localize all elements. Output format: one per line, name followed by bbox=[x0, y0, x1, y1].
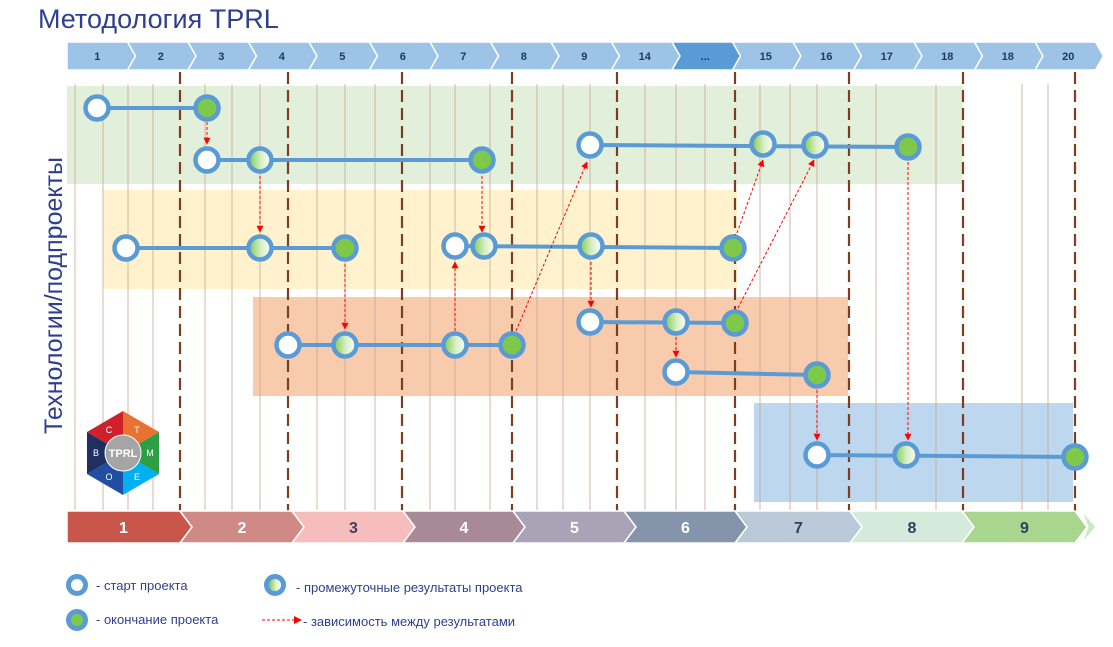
top-ribbon-label: 18 bbox=[1002, 51, 1014, 63]
logo-center-text: TPRL bbox=[109, 448, 138, 460]
project-start-node bbox=[441, 232, 469, 260]
top-ribbon-label: 4 bbox=[279, 51, 286, 63]
top-ribbon-label: 5 bbox=[339, 51, 345, 63]
bottom-ribbon-tip bbox=[1081, 510, 1097, 544]
top-ribbon-label: 6 bbox=[400, 51, 406, 63]
tprl-logo: TPRL С Т М Е О В bbox=[87, 411, 159, 495]
legend-dependency-label: - зависимость между результатами bbox=[303, 614, 516, 629]
dependency-arrows bbox=[203, 122, 912, 441]
top-ribbon-label: 18 bbox=[941, 51, 953, 63]
bottom-ribbon-label: 9 bbox=[1020, 520, 1029, 537]
project-end-node bbox=[331, 234, 359, 262]
bottom-ribbon-label: 3 bbox=[349, 520, 358, 537]
legend-dependency-icon bbox=[262, 616, 302, 624]
top-ribbon-label: ... bbox=[701, 51, 710, 63]
top-ribbon-label: 17 bbox=[881, 51, 893, 63]
page-title: Методология TPRL bbox=[38, 4, 279, 34]
intermediate-result-node bbox=[331, 331, 359, 359]
phase-bands bbox=[67, 86, 1073, 502]
legend-end-icon bbox=[66, 609, 88, 631]
top-ribbon-label: 15 bbox=[760, 51, 772, 63]
project-end-node bbox=[193, 94, 221, 122]
intermediate-result-node bbox=[246, 146, 274, 174]
top-ribbon-label: 3 bbox=[218, 51, 224, 63]
intermediate-result-node bbox=[246, 234, 274, 262]
top-ribbon-segment bbox=[66, 41, 137, 71]
band-yellow bbox=[103, 190, 737, 289]
intermediate-result-node bbox=[749, 130, 777, 158]
bottom-ribbon-segment bbox=[960, 510, 1088, 544]
top-ribbon-label: 2 bbox=[158, 51, 164, 63]
project-start-node bbox=[274, 331, 302, 359]
legend-start-label: - старт проекта bbox=[96, 578, 188, 593]
project-end-node bbox=[803, 361, 831, 389]
project-start-node bbox=[803, 441, 831, 469]
logo-letter: В bbox=[93, 448, 99, 458]
logo-letter: Е bbox=[134, 472, 140, 482]
project-nodes bbox=[83, 94, 1089, 471]
top-ribbon-label: 7 bbox=[460, 51, 466, 63]
top-level-ribbon: 1 2 3 4 5 6 7 8 9 14... 15 16 17 18 18 20 bbox=[66, 41, 1105, 71]
intermediate-result-node bbox=[801, 131, 829, 159]
intermediate-result-node bbox=[577, 232, 605, 260]
top-ribbon-label: 14 bbox=[639, 51, 652, 63]
logo-letter: М bbox=[146, 448, 154, 458]
project-start-node bbox=[576, 308, 604, 336]
top-ribbon-label: 1 bbox=[94, 51, 100, 63]
bottom-ribbon-label: 6 bbox=[681, 520, 690, 537]
bottom-ribbon-segment bbox=[66, 510, 193, 544]
intermediate-result-node bbox=[441, 331, 469, 359]
bottom-ribbon-label: 7 bbox=[794, 520, 803, 537]
top-ribbon-label: 20 bbox=[1062, 51, 1074, 63]
project-start-node bbox=[576, 131, 604, 159]
legend-start-icon bbox=[66, 574, 88, 596]
intermediate-result-node bbox=[662, 308, 690, 336]
stage-dividers bbox=[178, 72, 1077, 512]
logo-letter: О bbox=[105, 472, 112, 482]
project-start-node bbox=[662, 358, 690, 386]
bottom-stage-ribbon: 1 2 3 4 5 6 7 8 9 bbox=[66, 510, 1097, 544]
bottom-ribbon-label: 2 bbox=[238, 520, 247, 537]
top-ribbon-label: 16 bbox=[820, 51, 832, 63]
bottom-ribbon-label: 8 bbox=[908, 520, 917, 537]
intermediate-result-node bbox=[892, 441, 920, 469]
bottom-ribbon-label: 4 bbox=[460, 520, 469, 537]
project-end-node bbox=[721, 309, 749, 337]
project-start-node bbox=[83, 94, 111, 122]
bottom-ribbon-label: 1 bbox=[119, 520, 128, 537]
project-end-node bbox=[894, 133, 922, 161]
project-end-node bbox=[468, 146, 496, 174]
top-ribbon-label: 9 bbox=[581, 51, 587, 63]
legend-intermediate-icon bbox=[264, 574, 286, 596]
top-ribbon-segment bbox=[1033, 41, 1105, 71]
legend-end-label: - окончание проекта bbox=[96, 612, 219, 627]
bottom-ribbon-label: 5 bbox=[570, 520, 579, 537]
project-start-node bbox=[193, 146, 221, 174]
top-ribbon-label: 8 bbox=[521, 51, 527, 63]
legend-intermediate-label: - промежуточные результаты проекта bbox=[296, 580, 523, 595]
project-end-node bbox=[719, 234, 747, 262]
logo-letter: Т bbox=[134, 425, 140, 435]
project-end-node bbox=[498, 331, 526, 359]
logo-letter: С bbox=[106, 425, 113, 435]
project-start-node bbox=[112, 234, 140, 262]
project-end-node bbox=[1061, 443, 1089, 471]
intermediate-result-node bbox=[470, 232, 498, 260]
